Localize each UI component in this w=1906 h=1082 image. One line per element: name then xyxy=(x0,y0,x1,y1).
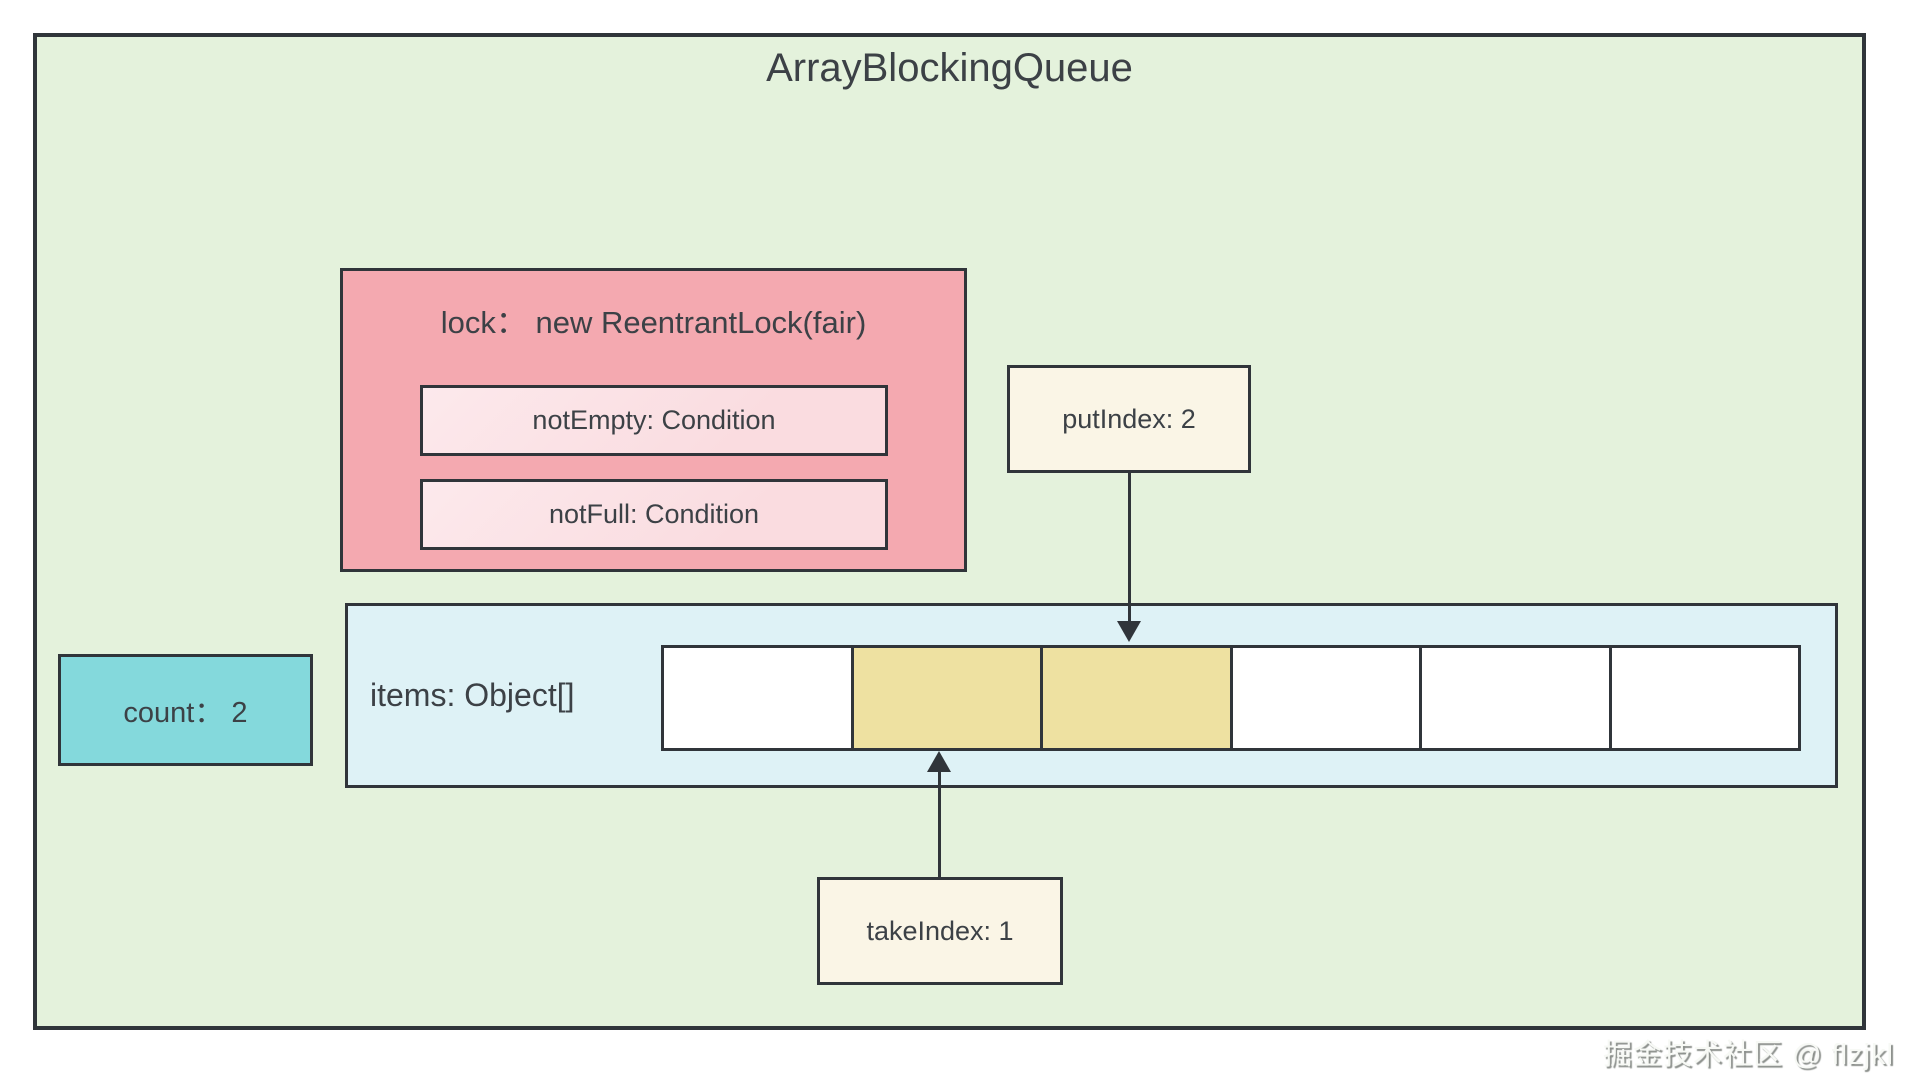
take-index-arrowhead-icon xyxy=(927,751,951,772)
array-cell-1 xyxy=(853,648,1043,748)
not-full-condition-label: notFull: Condition xyxy=(548,499,760,529)
items-box: items: Object[] xyxy=(345,603,1838,788)
array-cell-2 xyxy=(1043,648,1233,748)
not-empty-condition-label: notEmpty: Condition xyxy=(532,405,776,435)
items-label: items: Object[] xyxy=(370,677,575,713)
not-full-condition-box: notFull: Condition xyxy=(420,479,888,550)
put-index-arrowhead-icon xyxy=(1117,621,1141,642)
put-index-box: putIndex: 2 xyxy=(1007,365,1251,473)
diagram-title: ArrayBlockingQueue xyxy=(766,46,1133,90)
array-cell-3 xyxy=(1232,648,1422,748)
put-index-label: putIndex: 2 xyxy=(1062,403,1196,434)
array-cell-4 xyxy=(1422,648,1612,748)
take-index-label: takeIndex: 1 xyxy=(866,915,1014,946)
lock-box: lock： new ReentrantLock(fair) notEmpty: … xyxy=(340,268,967,572)
take-index-box: takeIndex: 1 xyxy=(817,877,1063,985)
count-label: count： 2 xyxy=(123,697,248,729)
watermark: 掘金技术社区 @ flzjkl xyxy=(1603,1039,1894,1071)
put-index-arrow-line xyxy=(1128,473,1131,623)
count-box: count： 2 xyxy=(58,654,313,766)
array-cell-0 xyxy=(664,648,854,748)
lock-label: lock： new ReentrantLock(fair) xyxy=(440,305,867,340)
take-index-arrow-line xyxy=(938,770,941,877)
array-cell-5 xyxy=(1611,648,1798,748)
not-empty-condition-box: notEmpty: Condition xyxy=(420,385,888,456)
items-array xyxy=(661,645,1801,751)
